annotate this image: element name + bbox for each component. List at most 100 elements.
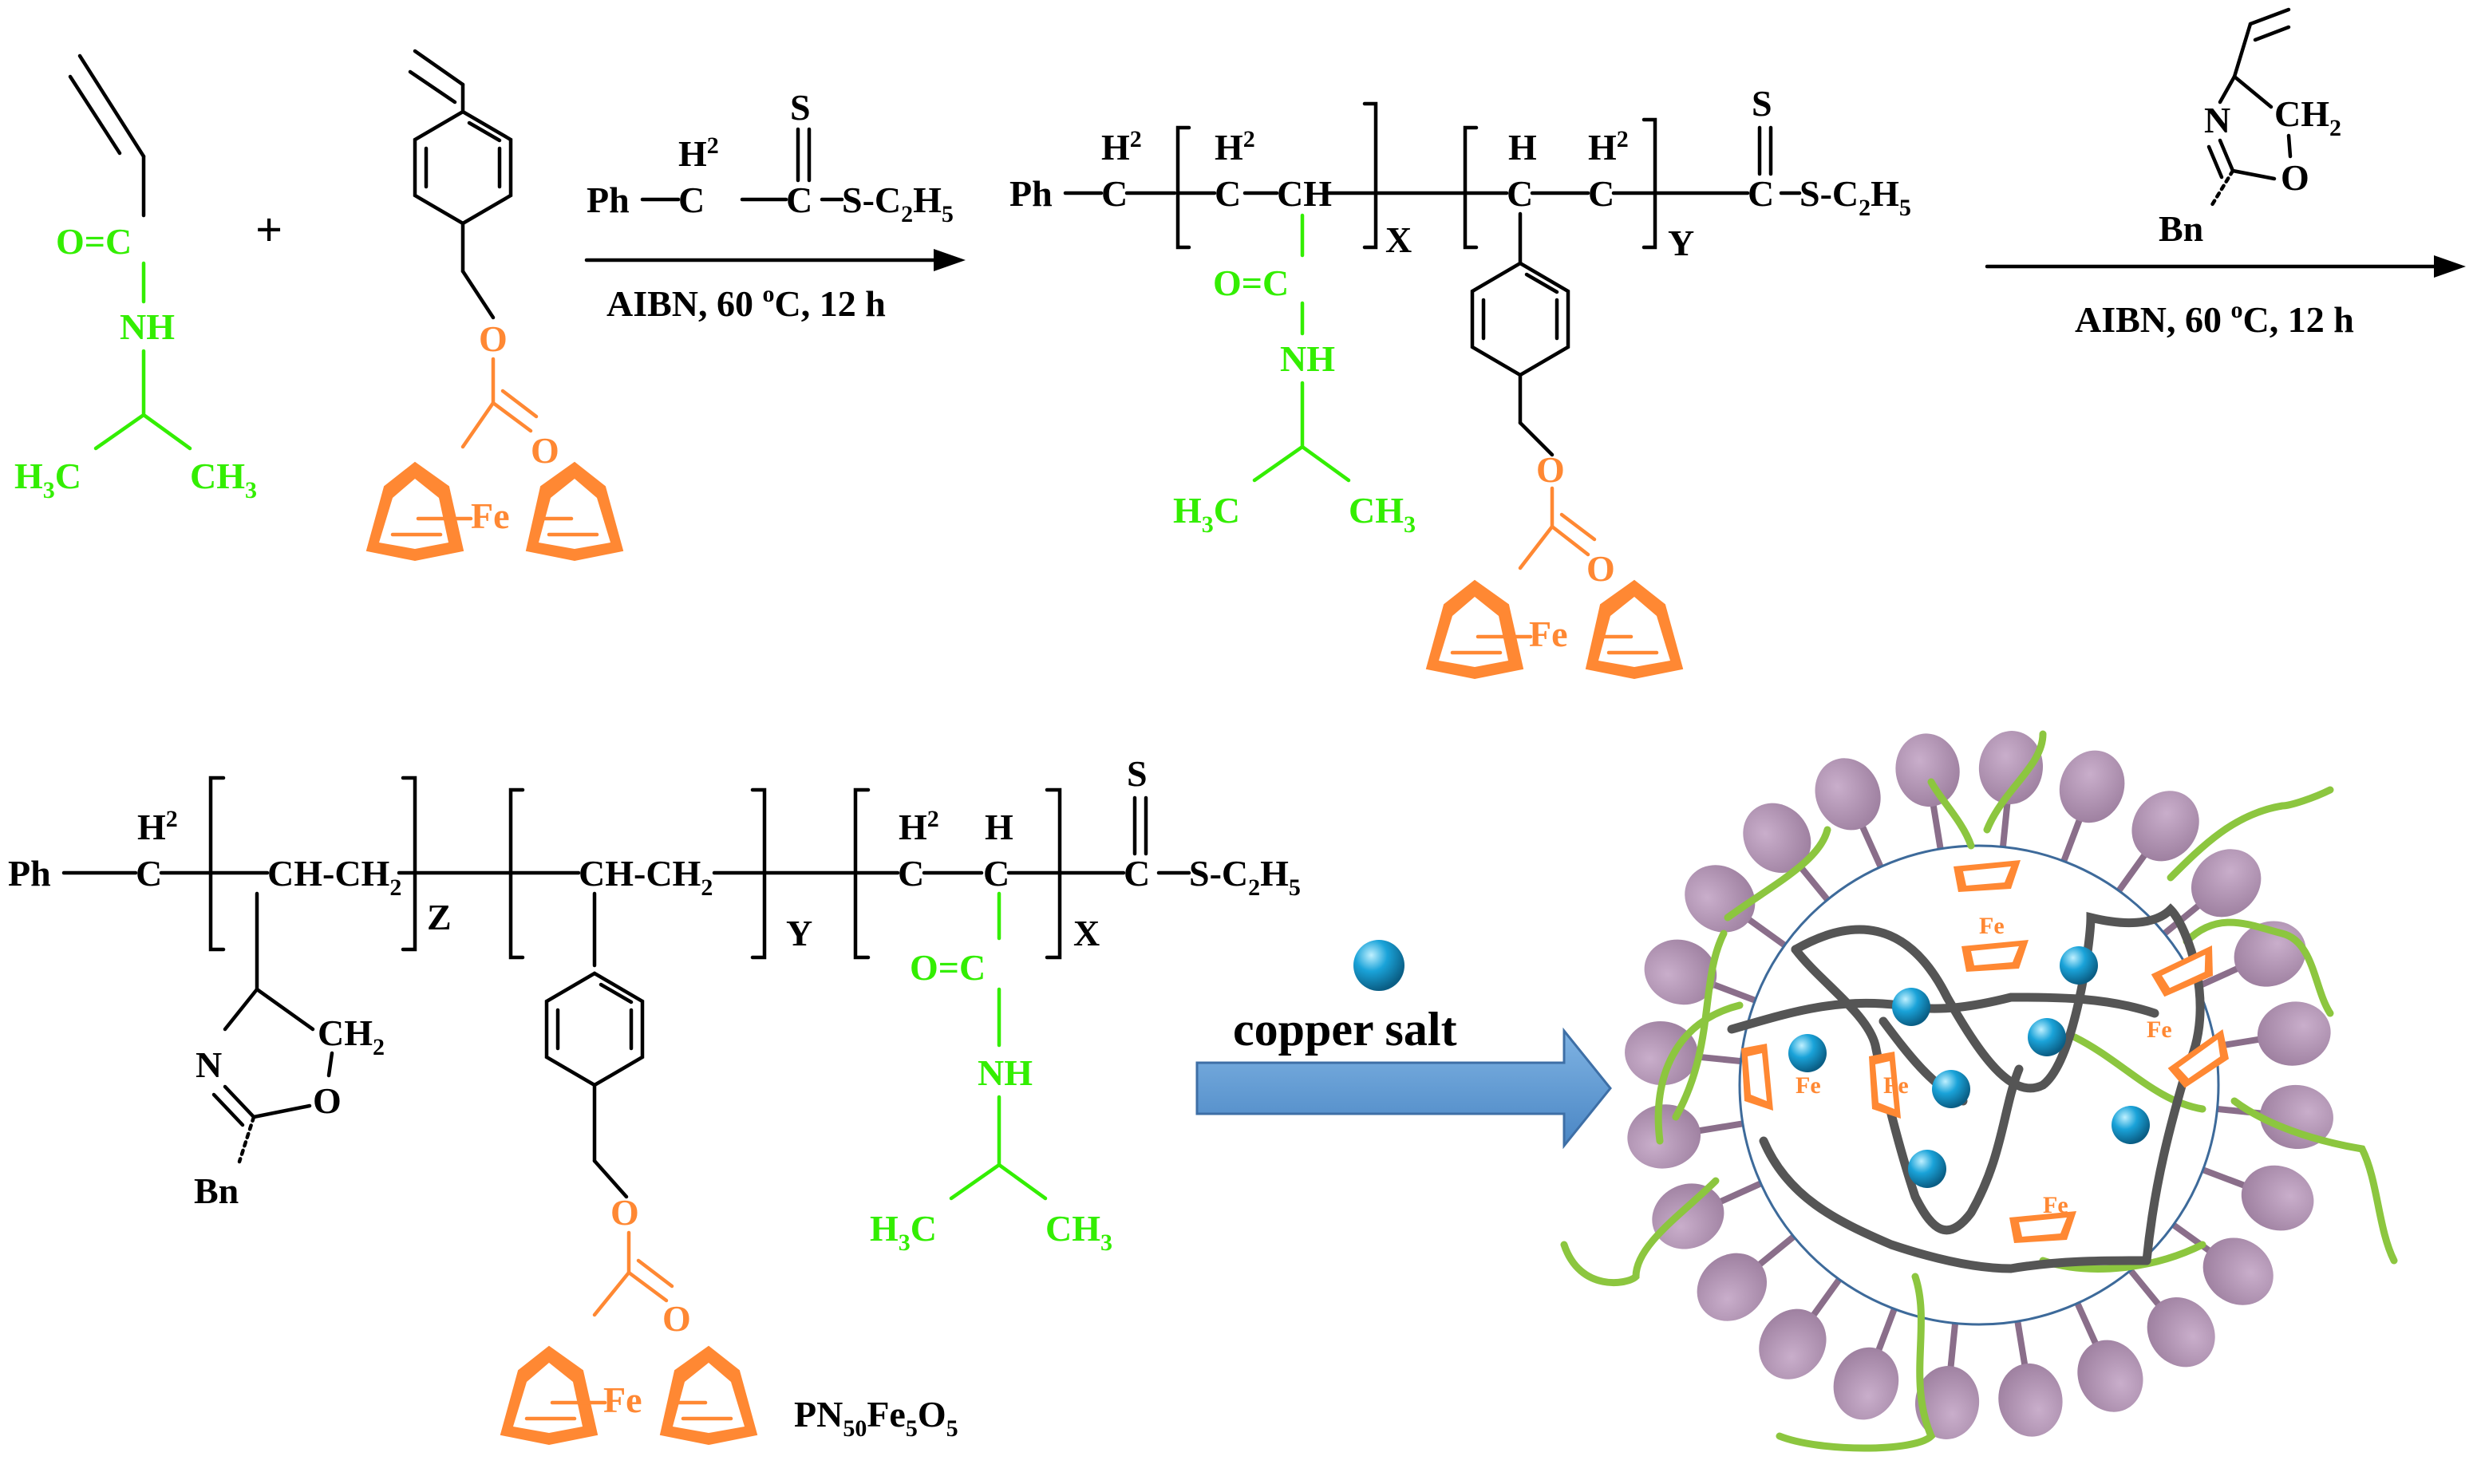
reaction-arrow-1: AIBN, 60 oC, 12 h	[584, 249, 966, 324]
svg-text:H3C: H3C	[14, 456, 81, 503]
svg-text:H: H	[985, 807, 1013, 847]
svg-text:CH2: CH2	[2274, 93, 2341, 141]
micelle-bead	[1815, 758, 1881, 831]
svg-text:O: O	[313, 1080, 342, 1121]
iron-label: Fe	[471, 495, 510, 536]
svg-text:N: N	[196, 1044, 222, 1085]
reaction-arrow-2: AIBN, 60 oC, 12 h	[1985, 255, 2466, 340]
x-block-index: X	[1385, 219, 1412, 260]
svg-text:O=C: O=C	[1213, 262, 1289, 303]
micelle-iron-label: Fe	[2147, 1016, 2172, 1043]
svg-text:C: C	[1101, 173, 1128, 214]
oxazoline-monomer: CH2 O N Bn	[2159, 7, 2341, 249]
svg-text:CH: CH	[1277, 173, 1332, 214]
svg-text:H2: H2	[1101, 126, 1142, 168]
svg-text:O: O	[1586, 548, 1615, 589]
svg-text:Fe: Fe	[1529, 614, 1568, 654]
svg-text:O: O	[662, 1298, 691, 1339]
copper-ion	[1788, 1034, 1827, 1072]
svg-text:Fe: Fe	[603, 1379, 642, 1420]
micelle-bead	[2147, 1297, 2215, 1368]
micelle-copper-ions	[1788, 946, 2150, 1188]
plus-sign: +	[255, 203, 282, 256]
micelle-bead	[2241, 1165, 2314, 1231]
y-block-index: Y	[1668, 223, 1694, 263]
benzyl-label: Bn	[2159, 208, 2203, 249]
copper-ion	[2028, 1018, 2066, 1056]
copper-ion	[1932, 1070, 1970, 1108]
micelle-iron-label: Fe	[1883, 1072, 1909, 1099]
svg-text:H2: H2	[899, 806, 939, 847]
micelle-bead	[1627, 1104, 1701, 1169]
micelle-bead	[1833, 1347, 1899, 1420]
nipam-monomer: O=C NH H3C CH3	[14, 53, 257, 503]
svg-text:S-C2H5: S-C2H5	[1799, 173, 1911, 221]
product-name: PN50Fe5O5	[794, 1394, 958, 1442]
block-arrow	[1195, 1027, 1612, 1150]
svg-text:C: C	[983, 853, 1009, 894]
step1-conditions: AIBN, 60	[606, 283, 763, 324]
svg-text:Bn: Bn	[194, 1170, 239, 1211]
micelle-bead	[1915, 1366, 1980, 1439]
svg-text:C: C	[1124, 853, 1150, 894]
micelle-bead	[1895, 733, 1960, 807]
svg-text:CH3: CH3	[1349, 490, 1416, 538]
copper-ion	[1892, 988, 1930, 1026]
svg-text:H2: H2	[1215, 126, 1255, 168]
micelle-iron-label: Fe	[2043, 1192, 2068, 1218]
svg-text:C: C	[1507, 173, 1533, 214]
micelle-bead	[2191, 849, 2262, 918]
svg-text:NH: NH	[1280, 338, 1335, 379]
carbonyl-oxygen-label: O	[531, 430, 559, 471]
micelle-core	[1738, 844, 2220, 1326]
micelle-bead	[2260, 1084, 2333, 1149]
copper-addition-step: copper salt	[1195, 940, 1612, 1150]
svg-text:H2: H2	[1588, 126, 1629, 168]
svg-text:C: C	[136, 853, 162, 894]
svg-text:CH3: CH3	[1045, 1208, 1112, 1256]
ester-oxygen-label: O	[479, 318, 508, 359]
svg-text:CH-CH2: CH-CH2	[267, 853, 401, 901]
svg-text:H2: H2	[137, 806, 178, 847]
svg-text:C: C	[786, 180, 812, 220]
svg-text:O: O	[610, 1192, 639, 1233]
svg-text:C: C	[1748, 173, 1774, 214]
ferrocene-monomer: O O Fe	[367, 49, 622, 560]
phenyl-label: Ph	[587, 180, 630, 220]
micelle-bead	[1644, 939, 1717, 1005]
y-block-index-2: Y	[786, 913, 812, 953]
svg-text:AIBN, 60 oC, 12 h: AIBN, 60 oC, 12 h	[606, 281, 886, 324]
carbonyl-label: O=C	[56, 221, 132, 262]
svg-text:H3C: H3C	[1173, 490, 1240, 538]
micelle-iron-label: Fe	[1979, 913, 2005, 939]
intermediate-copolymer: Ph C H2 C H2 CH X O=C NH H3C CH3 C H C H…	[1009, 83, 1911, 678]
micelle-bead	[2131, 791, 2199, 862]
svg-text:O=C: O=C	[910, 947, 986, 988]
micelle-bead	[2202, 1237, 2274, 1305]
svg-text:CH-CH2: CH-CH2	[579, 853, 713, 901]
product-terpolymer: Ph C H2 CH-CH2 Z CH2 O N Bn CH-CH2 Y O	[8, 753, 1301, 1444]
copper-ion	[2060, 946, 2098, 985]
micelle-bead	[1759, 1308, 1827, 1379]
micelle-bead	[1998, 1363, 2063, 1437]
svg-text:S: S	[1127, 753, 1148, 794]
svg-text:NH: NH	[978, 1052, 1033, 1093]
micelle-bead	[2257, 1001, 2331, 1066]
copper-ion	[2112, 1106, 2150, 1144]
svg-text:H2: H2	[678, 132, 719, 174]
svg-text:AIBN, 60 oC, 12 h: AIBN, 60 oC, 12 h	[2075, 297, 2354, 340]
svg-text:Ph: Ph	[8, 853, 51, 894]
micelle-bead	[2059, 750, 2125, 823]
amide-nh-label: NH	[120, 306, 175, 347]
svg-text:S: S	[1752, 83, 1772, 124]
copper-salt-label: copper salt	[1233, 1003, 1457, 1056]
copper-ion-icon	[1353, 940, 1404, 991]
svg-text:Ph: Ph	[1009, 173, 1053, 214]
svg-text:S-C2H5: S-C2H5	[1189, 853, 1301, 901]
svg-text:N: N	[2204, 100, 2230, 140]
svg-text:C: C	[1588, 173, 1614, 214]
svg-text:C: C	[678, 180, 705, 220]
svg-text:CH3: CH3	[190, 456, 257, 503]
